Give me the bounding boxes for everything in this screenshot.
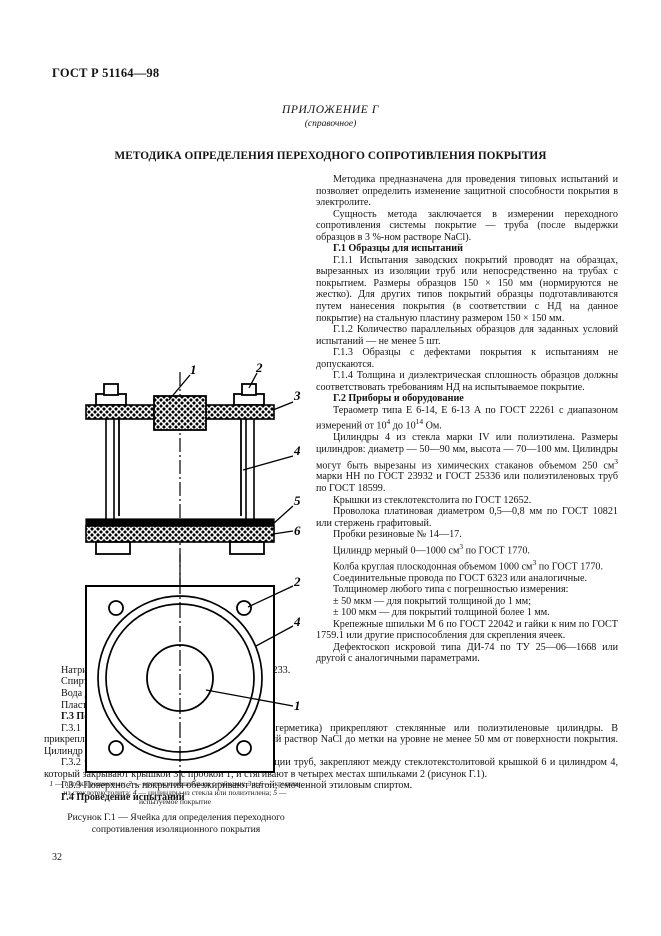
nut-right-upper: [241, 383, 257, 396]
paragraph-studs: Крепежные шпильки М 6 по ГОСТ 22042 и га…: [316, 618, 618, 642]
callout-3: 3: [293, 388, 301, 403]
page-title: МЕТОДИКА ОПРЕДЕЛЕНИЯ ПЕРЕХОДНОГО СОПРОТИ…: [114, 150, 547, 162]
paragraph-intro-2: Сущность метода заключается в измерении …: [316, 208, 618, 243]
paragraph-teraometer: Тераометр типа Е 6-14, Е 6-13 А по ГОСТ …: [44, 405, 618, 432]
cylinders-volume-exp: 3: [614, 456, 618, 466]
teraometer-text-mid: до 10: [390, 420, 416, 432]
legend-ref-2: 2: [127, 779, 132, 788]
legend-text-36: — крышки из стеклотекстолита;: [63, 779, 301, 798]
flask-text-b: по ГОСТ 1770.: [536, 561, 604, 572]
paragraph-intro-1: Методика предназначена для проведения ти…: [316, 174, 618, 209]
callout-4-bottom: 4: [293, 614, 301, 629]
callout-5: 5: [294, 493, 301, 508]
flask-text-a: Колба круглая плоскодонная объемом 1000 …: [333, 561, 533, 572]
paragraph-tolerance-50: ± 50 мкм — для покрытий толщиной до 1 мм…: [333, 595, 532, 607]
paragraph-cylinders: Цилиндры 4 из стекла марки IV или полиэт…: [44, 432, 618, 494]
stud-hole-bottom-left: [108, 740, 124, 756]
legend-text-5: — испытуемое покрытие: [138, 788, 287, 807]
paragraph-lids: Крышки из стеклотекстолита по ГОСТ 12652…: [333, 494, 532, 506]
stopper-hole-circle: [146, 644, 214, 712]
legend-ref-5: 5: [273, 788, 277, 798]
leader-2-top: [248, 372, 258, 389]
nut-left-upper: [103, 383, 119, 396]
test-cell-diagram: 1 2 3 4 5 6 2 4 1: [85, 360, 301, 788]
legend-ref-3: 3: [247, 779, 252, 788]
paragraph-g3-3: Г.3.3 Поверхность покрытия обезжиривают …: [61, 780, 413, 792]
section-heading-g4: Г.4 Проведение испытаний: [61, 791, 185, 803]
leader-6: [272, 530, 294, 535]
cylinder-outer-circle: [97, 595, 263, 761]
leader-2-plan: [247, 585, 294, 608]
paragraph-wire: Проволока платиновая диаметром 0,5—0,8 м…: [316, 506, 618, 529]
annex-block: ПРИЛОЖЕНИЕ Г (справочное): [0, 104, 661, 129]
page-header-standard-id: ГОСТ Р 51164—98: [52, 66, 160, 80]
teraometer-exp-low: 4: [386, 417, 391, 427]
paragraph-g1-1: Г.1.1 Испытания заводских покрытий прово…: [316, 254, 618, 324]
callout-1-bottom: 1: [294, 698, 301, 713]
callout-2-bottom: 2: [293, 574, 301, 589]
stud-hole-top-right: [236, 600, 252, 616]
bottom-lid-item6: [85, 525, 275, 543]
legend-ref-6: 6: [259, 779, 264, 788]
cylinders-text-a: Цилиндры 4 из стекла марки IV или полиэт…: [316, 432, 618, 471]
paragraph-g1-4: Г.1.4 Толщина и диэлектрическая сплошнос…: [316, 370, 618, 393]
stud-hole-bottom-right: [236, 740, 252, 756]
nut-bottom-left: [95, 541, 131, 555]
teraometer-text-a: Тераометр типа Е 6-14, Е 6-13 А по ГОСТ …: [316, 404, 618, 432]
legend-text-2: — крепежные шпильки с гайками;: [131, 779, 248, 788]
page-number: 32: [52, 852, 62, 863]
paragraph-g1-2: Г.1.2 Количество параллельных образцов д…: [316, 324, 618, 347]
paragraph-connecting-wires: Соединительные провода по ГОСТ 6323 или …: [333, 572, 587, 584]
leader-1-top: [168, 374, 191, 401]
callout-4: 4: [293, 443, 301, 458]
paragraph-g1-3: Г.1.3 Образцы с дефектами покрытия к исп…: [316, 347, 618, 370]
legend-conj: и: [251, 779, 260, 788]
section-heading-g2: Г.2 Приборы и оборудование: [333, 393, 464, 405]
annex-title: ПРИЛОЖЕНИЕ Г: [281, 104, 380, 116]
figure-g1-drawing: 1 2 3 4 5 6 2 4 1: [44, 358, 316, 848]
callout-2-top: 2: [255, 360, 263, 375]
legend-text-4: — цилиндры из стекла или полиэтилена;: [136, 788, 274, 798]
legend-ref-4: 4: [132, 788, 137, 798]
leader-4-plan: [255, 625, 294, 647]
measuring-cyl-text-b: по ГОСТ 1770.: [463, 545, 530, 557]
paragraph-tolerance-100: ± 100 мкм — для покрытий толщиной более …: [333, 607, 550, 619]
cylinders-text-b: марки НН по ГОСТ 23932 и ГОСТ 25336 или …: [316, 471, 618, 494]
flask-exp: 3: [532, 557, 537, 567]
stud-hole-top-left: [108, 600, 124, 616]
callout-6: 6: [294, 523, 301, 538]
teraometer-text-end: Ом.: [423, 420, 442, 432]
nut-bottom-right: [229, 541, 265, 555]
legend-text-1: — пробки резиновые;: [53, 779, 128, 788]
leader-1-plan: [205, 689, 294, 707]
figure-caption: Рисунок Г.1 — Ячейка для определения пер…: [67, 812, 285, 835]
paragraph-stoppers: Пробки резиновые № 14—17.: [333, 529, 462, 541]
leader-5: [272, 505, 294, 525]
callout-1-top: 1: [190, 362, 197, 377]
legend-ref-1: 1: [49, 779, 54, 788]
annex-subtitle: (справочное): [304, 119, 357, 129]
rubber-stopper-item1: [153, 395, 207, 431]
cylinder-inner-circle: [105, 603, 255, 753]
leader-3: [272, 401, 294, 411]
leader-4: [242, 455, 294, 471]
teraometer-exp-high: 14: [415, 417, 424, 427]
measuring-cyl-exp: 3: [459, 541, 464, 551]
paragraph-thickness-gauge: Толщиномер любого типа с погрешностью из…: [333, 584, 569, 596]
paragraph-flaw-detector: Дефектоскоп искровой типа ДИ-74 по ТУ 25…: [316, 641, 618, 665]
figure-legend: 1 — пробки резиновые; 2 — крепежные шпил…: [46, 779, 304, 806]
paragraph-measuring-cylinder: Цилиндр мерный 0—1000 см3 по ГОСТ 1770.: [44, 541, 618, 557]
section-heading-g1: Г.1 Образцы для испытаний: [333, 243, 463, 255]
paragraph-g3-2: Г.3.2 Образцы покрытия 5, вырезанные из …: [44, 757, 618, 780]
measuring-cyl-text-a: Цилиндр мерный 0—1000 см: [333, 545, 460, 557]
paragraph-flask: Колба круглая плоскодонная объемом 1000 …: [44, 557, 618, 573]
